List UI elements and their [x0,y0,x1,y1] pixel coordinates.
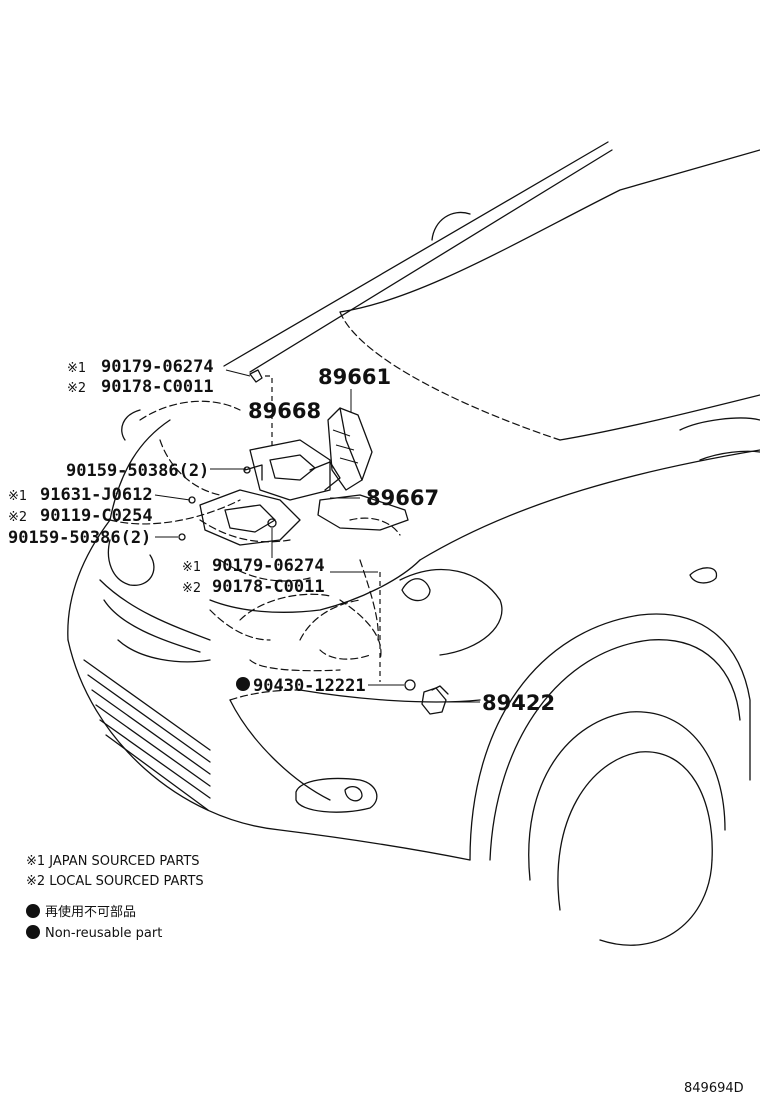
component-computer [327,407,373,491]
mark-2: ※2 [8,510,27,525]
component-sensor-bracket [199,489,409,546]
vehicle-outline [67,141,760,946]
non-reusable-dot-icon [236,677,250,691]
part-number: 90178-C0011 [212,577,325,597]
legend: ※1 JAPAN SOURCED PARTS ※2 LOCAL SOURCED … [26,854,204,941]
legend-line-4: Non-reusable part [45,926,162,941]
legend-line-3: 再使用不可部品 [45,904,136,920]
component-fasteners [178,369,277,541]
callout-bracket: 89668 [248,399,321,423]
mark-1: ※1 [182,560,201,575]
component-clip [404,679,416,691]
callout-sensor: 89422 [482,691,555,715]
callout-clip: 90430-12221 [236,676,366,696]
callout-nut-top: ※1 90179-06274 ※2 90178-C0011 [67,357,214,397]
callout-sensor-bracket: 89667 [366,486,439,510]
mark-1: ※1 [67,361,86,376]
part-number: 90179-06274 [212,556,325,576]
diagram-code: 849694D [684,1081,744,1096]
mark-1: ※1 [8,489,27,504]
leader-lines [154,369,480,703]
component-bracket [244,439,341,501]
callout-bolt-lower: 90159-50386(2) [8,528,151,548]
part-number: 90179-06274 [101,357,214,377]
callout-bolt-upper: 90159-50386(2) [66,461,209,481]
callout-nut-lower: ※1 90179-06274 ※2 90178-C0011 [182,556,325,597]
part-number: 91631-J0612 [40,485,153,505]
part-number: 90178-C0011 [101,377,214,397]
component-sensor [421,685,449,715]
mark-2: ※2 [182,581,201,596]
callout-screw: ※1 91631-J0612 ※2 90119-C0254 [8,485,153,526]
non-reusable-dot-icon [26,904,40,918]
legend-line-2: ※2 LOCAL SOURCED PARTS [26,874,204,889]
legend-line-1: ※1 JAPAN SOURCED PARTS [26,854,200,869]
callout-computer: 89661 [318,365,391,389]
non-reusable-dot-icon [26,925,40,939]
mark-2: ※2 [67,381,86,396]
part-number: 90430-12221 [253,676,366,696]
part-number: 90119-C0254 [40,506,153,526]
